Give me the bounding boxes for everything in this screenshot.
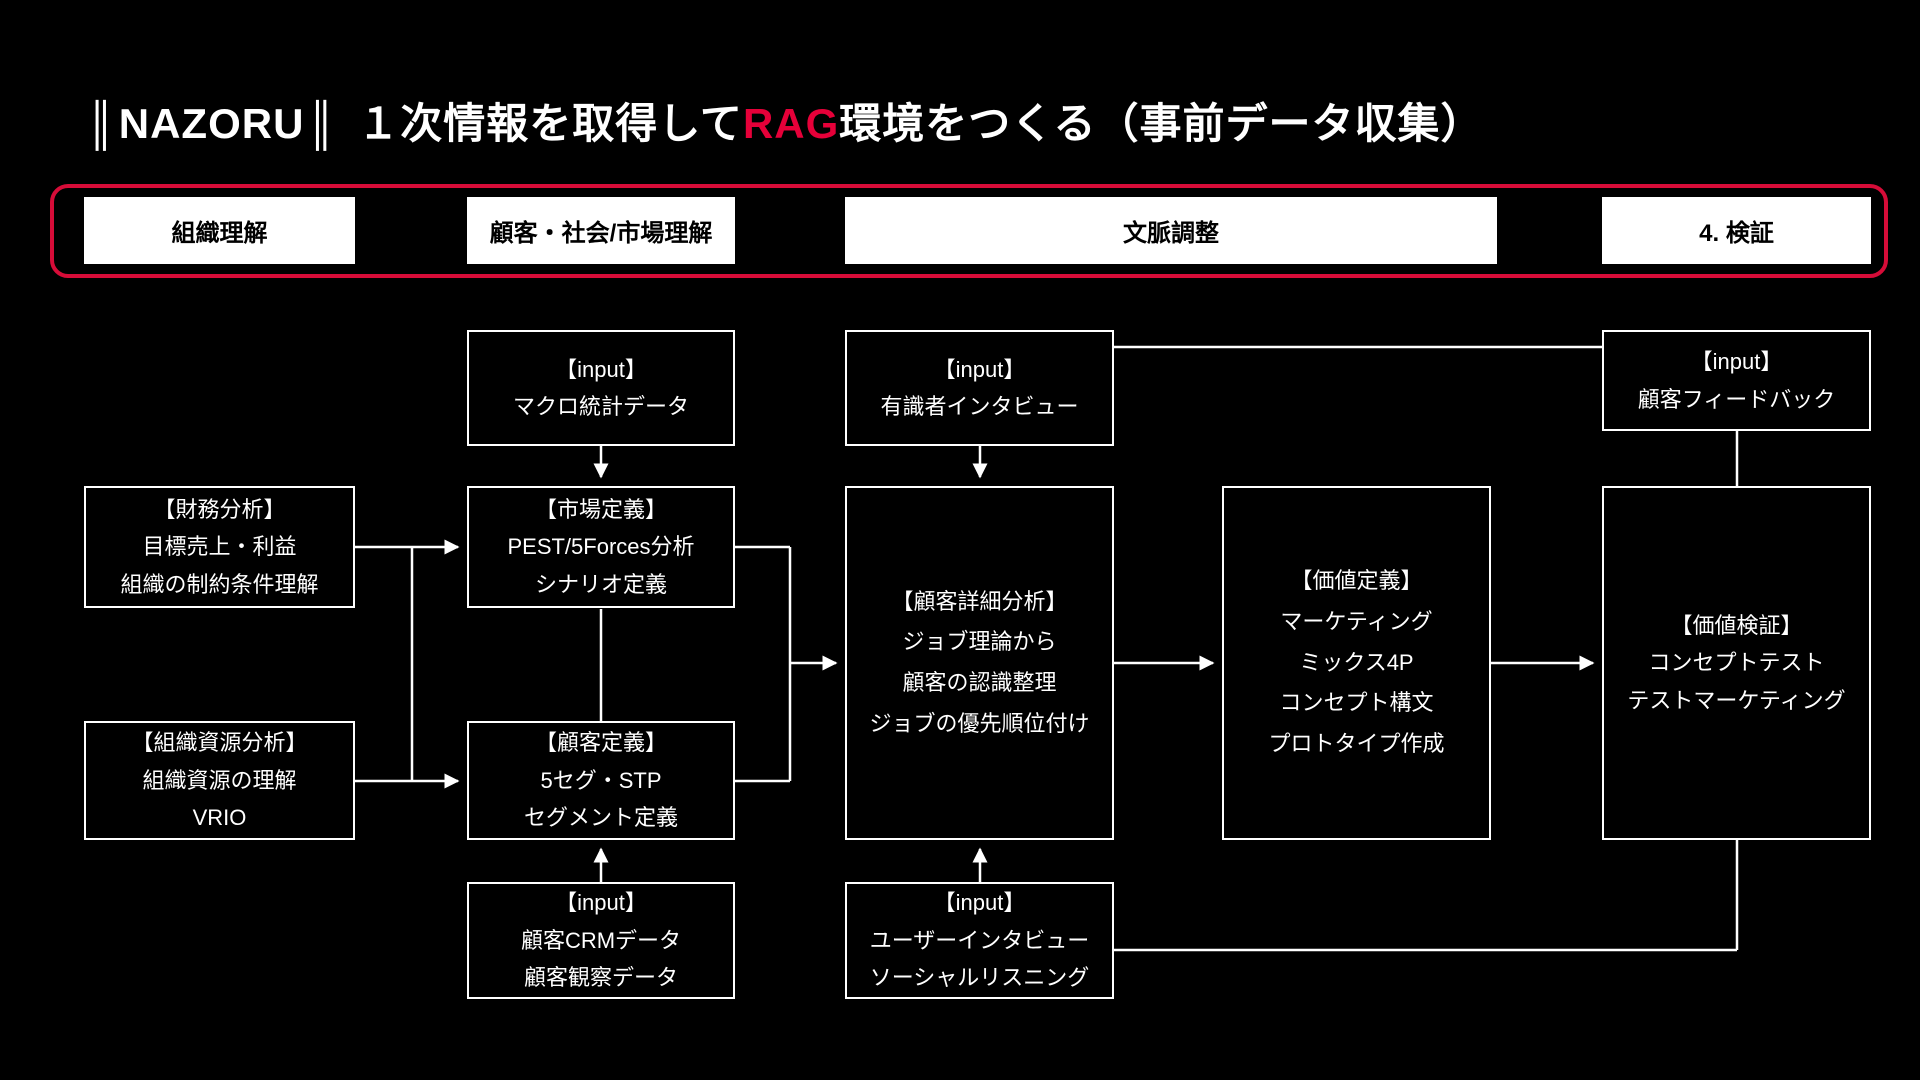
node-value-definition: 【価値定義】 マーケティング ミックス4P コンセプト構文 プロトタイプ作成 <box>1222 486 1491 840</box>
logo-text: NAZORU <box>118 100 305 147</box>
node-customer-definition: 【顧客定義】 5セグ・STP セグメント定義 <box>467 721 735 840</box>
phase-market-understanding: 顧客・社会/市場理解 <box>467 197 735 264</box>
phase-context-adjustment: 文脈調整 <box>845 197 1497 264</box>
node-input-user-interview: 【input】 ユーザーインタビュー ソーシャルリスニング <box>845 882 1114 999</box>
node-customer-detail-analysis: 【顧客詳細分析】 ジョブ理論から 顧客の認識整理 ジョブの優先順位付け <box>845 486 1114 840</box>
logo-bar-right: ║ <box>306 100 338 147</box>
node-value-verification: 【価値検証】 コンセプトテスト テストマーケティング <box>1602 486 1871 840</box>
node-input-customer-feedback: 【input】 顧客フィードバック <box>1602 330 1871 431</box>
nazoru-logo: ║NAZORU║ <box>84 100 339 147</box>
node-financial-analysis: 【財務分析】 目標売上・利益 組織の制約条件理解 <box>84 486 355 608</box>
title-highlight-rag: RAG <box>742 100 840 147</box>
phase-org-understanding: 組織理解 <box>84 197 355 264</box>
page-title: ║NAZORU║ １次情報を取得してRAG環境をつくる（事前データ収集） <box>84 90 1483 151</box>
logo-bar-left: ║ <box>86 100 117 147</box>
node-input-crm-data: 【input】 顧客CRMデータ 顧客観察データ <box>467 882 735 999</box>
phase-verification: 4. 検証 <box>1602 197 1871 264</box>
node-market-definition: 【市場定義】 PEST/5Forces分析 シナリオ定義 <box>467 486 735 608</box>
title-part2: 環境をつくる（事前データ収集） <box>839 100 1484 147</box>
node-org-resource-analysis: 【組織資源分析】 組織資源の理解 VRIO <box>84 721 355 840</box>
phase-header-frame <box>50 184 1888 278</box>
node-input-macro-stats: 【input】 マクロ統計データ <box>467 330 735 446</box>
title-part1: １次情報を取得して <box>357 100 743 147</box>
node-input-expert-interview: 【input】 有識者インタビュー <box>845 330 1114 446</box>
